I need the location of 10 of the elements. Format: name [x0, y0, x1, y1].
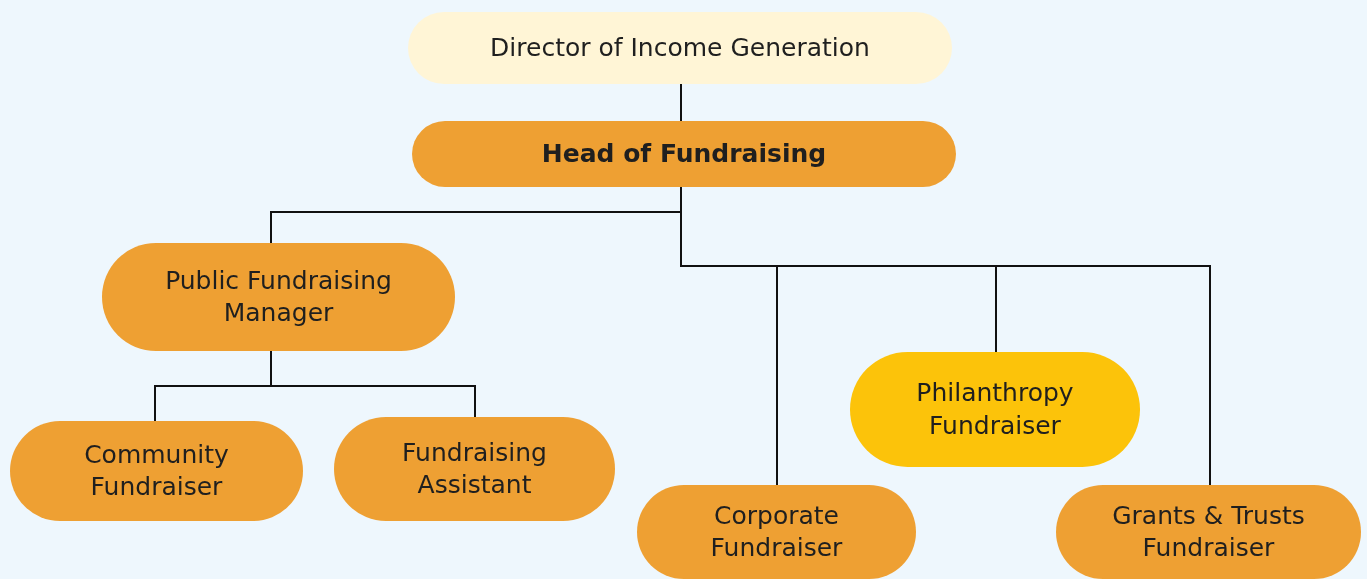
role-title: Community Fundraiser: [83, 438, 230, 503]
role-title: Public Fundraising Manager: [164, 264, 393, 329]
connector-line: [680, 83, 682, 122]
role-title: Corporate Fundraiser: [709, 499, 844, 564]
role-title: Grants & Trusts Fundraiser: [1111, 499, 1306, 564]
connector-line: [270, 350, 476, 418]
role-title: Head of Fundraising: [541, 137, 827, 170]
role-title: Director of Income Generation: [490, 31, 870, 64]
role-title: Philanthropy Fundraiser: [915, 377, 1075, 442]
role-title: Fundraising Assistant: [401, 436, 548, 501]
